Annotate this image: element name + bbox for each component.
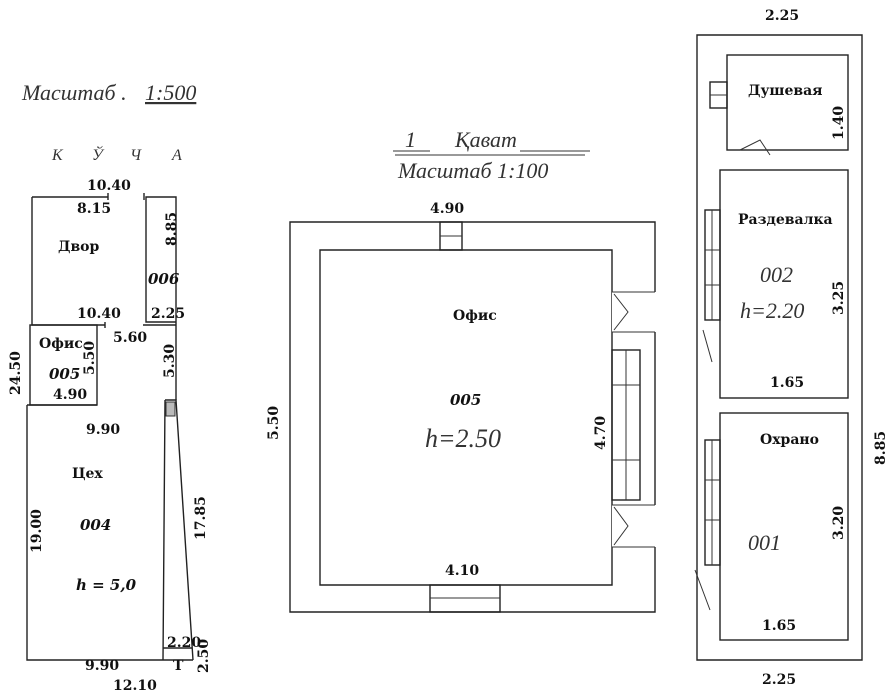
window — [612, 350, 640, 500]
door-opening — [612, 505, 656, 547]
annex-plan: 2.25 Душевая 1.40 Раздевалка 002 h=2.20 … — [694, 8, 889, 688]
dim-label: 1.65 — [770, 375, 804, 391]
dim-label: 3.25 — [831, 281, 847, 315]
room-label-yard: Двор — [58, 239, 100, 255]
inner-wall — [319, 249, 613, 586]
room-number: 005 — [49, 365, 80, 383]
dim-label: 4.90 — [53, 387, 87, 403]
side-strip — [162, 399, 194, 661]
workshop-outline — [26, 404, 193, 661]
dim-label: 12.10 — [113, 678, 157, 694]
street-letter: Ч — [130, 147, 142, 164]
annex-outer-wall — [696, 34, 863, 661]
dim-label: 24.50 — [8, 351, 24, 395]
room-number: 006 — [148, 270, 180, 288]
room-label-security: Охрано — [760, 432, 819, 448]
strip-outline — [143, 193, 177, 400]
dim-label: 10.40 — [87, 178, 131, 194]
door-opening — [612, 292, 656, 332]
room-label-shower: Душевая — [748, 83, 823, 99]
window — [705, 210, 720, 320]
dim-label: 8.15 — [77, 201, 111, 217]
room-height: h = 5,0 — [76, 576, 137, 594]
dim-label: 5.30 — [162, 344, 178, 378]
door — [612, 504, 655, 548]
dim-label: 2.25 — [765, 8, 799, 24]
yard-outline — [31, 193, 109, 328]
room-number: 004 — [80, 516, 111, 534]
floor-label: Қават — [454, 127, 517, 152]
dim-label: 5.50 — [82, 341, 98, 375]
room-label-office: Офис — [39, 336, 83, 352]
window — [705, 440, 720, 565]
dim-label: 2.25 — [151, 306, 185, 322]
dim-label: 1.65 — [762, 618, 796, 634]
dim-label: 2.50 — [196, 639, 212, 673]
room-height: h=2.50 — [425, 424, 501, 453]
dim-label: 4.90 — [430, 201, 464, 217]
dim-label: 9.90 — [86, 422, 120, 438]
room-label-office: Офис — [453, 308, 497, 324]
room-label-workshop: Цех — [72, 466, 103, 482]
dim-label: 4.70 — [593, 416, 609, 450]
door — [612, 291, 655, 333]
room-shower — [726, 54, 849, 151]
dim-label: 19.00 — [29, 509, 45, 553]
dim-label: 10.40 — [77, 306, 121, 322]
room-label-changing: Раздевалка — [738, 212, 833, 228]
site-plan: Масштаб . 1:500 К Ў Ч А 10.40 8.15 Двор … — [8, 80, 212, 694]
dim-label: 2.25 — [762, 672, 796, 688]
dim-label: 5.50 — [266, 406, 282, 440]
room-number: 002 — [760, 262, 793, 287]
street-letter: К — [51, 147, 64, 164]
street-letter: А — [171, 147, 182, 164]
dim-label: 5.60 — [113, 330, 147, 346]
room-label-toilet: Т — [173, 658, 184, 674]
floor-number: 1 — [405, 127, 416, 152]
site-scale-label: Масштаб . — [21, 80, 127, 105]
street-letter: Ў — [92, 145, 105, 164]
room-height: h=2.20 — [740, 298, 804, 323]
room-number: 001 — [748, 530, 781, 555]
site-scale-value: 1:500 — [145, 80, 196, 105]
dim-label: 2.20 — [167, 635, 201, 651]
dim-label: 8.85 — [164, 212, 180, 246]
dim-label: 4.10 — [445, 563, 479, 579]
dim-label: 3.20 — [831, 506, 847, 540]
door — [694, 139, 771, 611]
dim-label: 8.85 — [873, 431, 889, 465]
dim-label: 9.90 — [85, 658, 119, 674]
dim-label: 17.85 — [193, 496, 209, 540]
outer-wall — [289, 221, 656, 613]
office-floor-plan: 1 Қават Масштаб 1:100 4.90 Офис 005 h=2.… — [266, 127, 656, 613]
floor-scale: Масштаб 1:100 — [397, 158, 548, 183]
stair-mark — [165, 401, 176, 417]
room-number: 005 — [450, 391, 481, 409]
dim-label: 1.40 — [831, 106, 847, 140]
